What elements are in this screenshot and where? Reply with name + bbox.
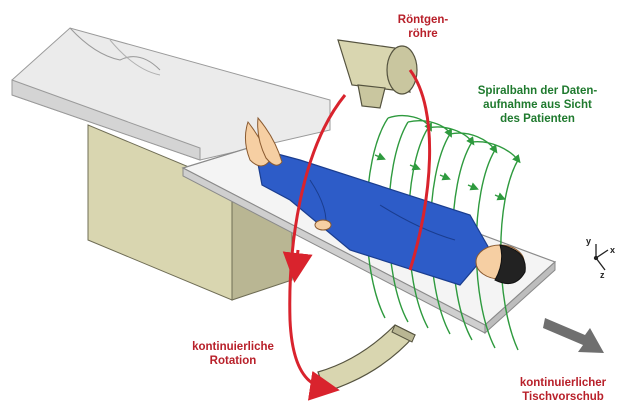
rotation-label-line2: Rotation — [209, 355, 257, 367]
x-ray-tube-label-line2: röhre — [408, 28, 438, 40]
axis-x-label: x — [610, 245, 616, 255]
patient — [244, 116, 526, 286]
feed-label: kontinuierlicher Tischvorschub — [508, 376, 618, 404]
axis-indicator — [593, 244, 609, 271]
feed-label-line1: kontinuierlicher — [519, 377, 607, 389]
detector — [317, 324, 416, 393]
axis-y-label: y — [586, 236, 592, 246]
axis-z-label: z — [600, 270, 605, 280]
x-ray-tube-label-line1: Röntgen- — [397, 14, 449, 26]
rotation-label: kontinuierliche Rotation — [178, 340, 288, 368]
table-extension-left — [11, 27, 331, 161]
feed-label-line2: Tischvorschub — [522, 391, 604, 403]
spiral-path-label-line2: aufnahme aus Sicht — [483, 99, 592, 111]
rotation-arrow — [282, 69, 432, 401]
spiral-arrows — [374, 114, 521, 201]
x-ray-tube-label: Röntgen- röhre — [393, 13, 453, 41]
spiral-path-label: Spiralbahn der Daten- aufnahme aus Sicht… — [455, 84, 620, 126]
spiral-path-label-line3: des Patienten — [500, 113, 575, 125]
spiral-path-label-line1: Spiralbahn der Daten- — [477, 85, 598, 97]
feed-arrow — [543, 318, 604, 353]
rotation-label-line1: kontinuierliche — [192, 341, 274, 353]
x-ray-tube — [337, 39, 418, 109]
